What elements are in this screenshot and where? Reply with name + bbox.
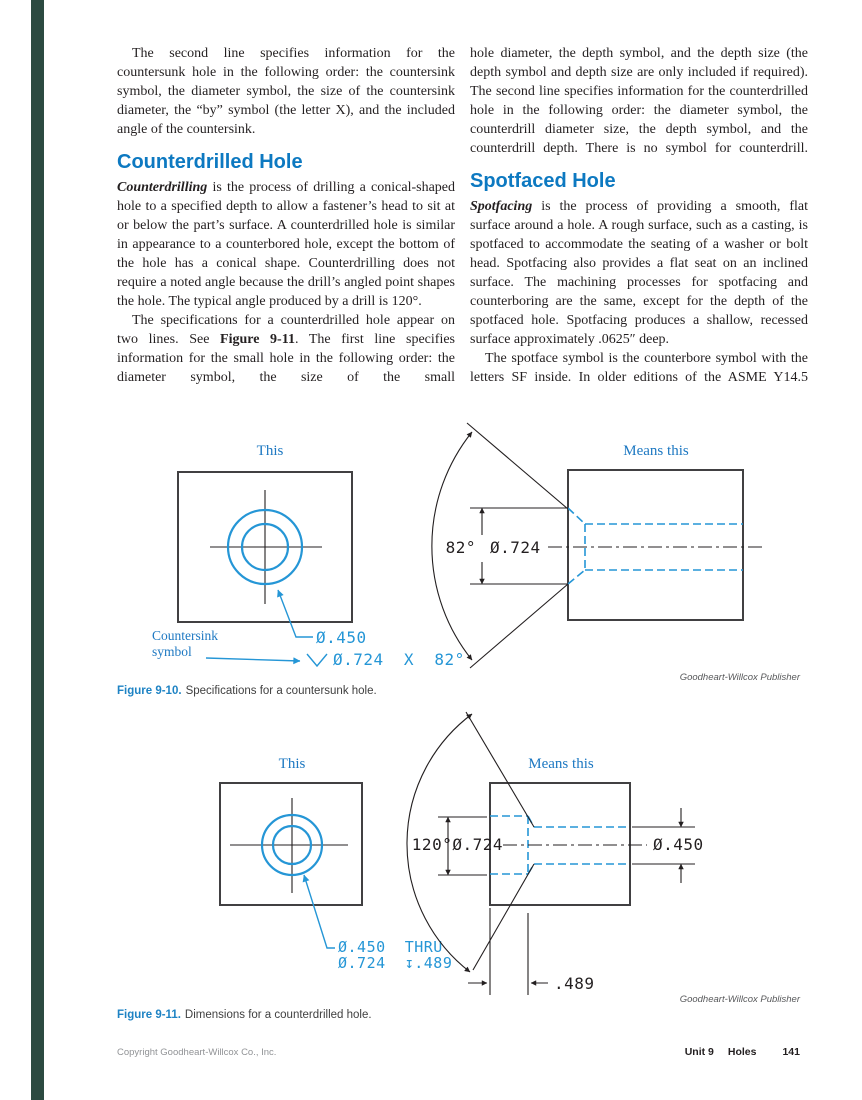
paragraph-text: is the process of providing a smooth, fl…	[470, 199, 808, 347]
angle-line-bottom	[472, 863, 535, 971]
countersink-note-line1: Countersink	[152, 628, 218, 643]
paragraph: Spotfacing is the process of providing a…	[470, 197, 808, 349]
footer-section: Holes	[727, 1046, 757, 1058]
figure-9-10-caption: Figure 9-10.Specifications for a counter…	[117, 684, 757, 698]
note-arrow	[205, 657, 301, 665]
figure-caption-label: Figure 9-10.	[117, 685, 182, 697]
countersink-diameter-circle	[226, 508, 304, 586]
hole-dimension-text: Ø.450	[653, 835, 704, 854]
left-column: The second line specifies information fo…	[117, 44, 455, 387]
hole-callout-line2: Ø.724 X 82°	[333, 650, 465, 669]
keyword-spotfacing: Spotfacing	[470, 199, 533, 214]
depth-dimension-text: .489	[554, 974, 595, 993]
angle-dimension-arc	[431, 431, 473, 661]
publisher-credit: Goodheart-Willcox Publisher	[680, 994, 801, 1005]
figure-9-10-drawing: This Means this Ø.450 Ø.724 X 82° Counte…	[152, 422, 801, 683]
hole-diameter-circle	[271, 824, 313, 866]
figure-caption-text: Specifications for a countersunk hole.	[185, 685, 377, 697]
leader-line	[277, 589, 313, 638]
figure-caption-label: Figure 9-11.	[117, 1009, 181, 1021]
figure-caption-text: Dimensions for a counterdrilled hole.	[184, 1009, 372, 1021]
part-outline-section	[489, 782, 631, 906]
part-outline-section	[567, 469, 744, 621]
keyword-counterdrilling: Counterdrilling	[117, 180, 208, 195]
hole-callout-line1: Ø.450	[316, 628, 367, 647]
angle-dimension-arc	[406, 713, 473, 973]
page-edge-band	[31, 0, 44, 1100]
angle-dimension-text: 82°	[446, 538, 476, 557]
figure-9-11-drawing: This Means this Ø.450 THRU Ø.724 ↧.489 1…	[219, 711, 801, 1005]
countersink-symbol	[306, 653, 328, 668]
this-label: This	[257, 443, 284, 459]
countersink-cone-top	[567, 507, 586, 525]
diameter-dimension-text: Ø.724	[490, 538, 541, 557]
angle-line-top	[466, 422, 569, 510]
paragraph: Counterdrilling is the process of drilli…	[117, 178, 455, 311]
paragraph: The spotface symbol is the counterbore s…	[470, 351, 808, 385]
leader-line	[302, 874, 335, 949]
paragraph: The specifications for a counterdrilled …	[117, 311, 455, 387]
paragraph: The second line specifies information fo…	[117, 46, 455, 137]
paragraph-text: is the process of drilling a conical-sha…	[117, 180, 455, 309]
counterdrill-diameter-circle	[260, 813, 324, 877]
right-column: hole diameter, the depth symbol, and the…	[470, 44, 808, 387]
section-heading-spotfaced-hole: Spotfaced Hole	[470, 170, 616, 192]
hole-diameter-circle	[240, 522, 290, 572]
paragraph-text: The specifications for a counterdrilled …	[117, 313, 455, 347]
copyright-notice: Copyright Goodheart-Willcox Co., Inc.	[117, 1047, 277, 1058]
paragraph: hole diameter, the depth symbol, and the…	[470, 46, 808, 156]
means-this-label: Means this	[623, 443, 689, 459]
this-label: This	[279, 756, 306, 772]
angle-line-top	[465, 711, 535, 828]
footer-unit: Unit 9	[684, 1046, 714, 1058]
angle-line-bottom	[469, 583, 569, 669]
figure-reference: Figure 9-11	[220, 332, 295, 347]
countersink-note-line2: symbol	[152, 644, 192, 659]
part-outline-plan	[219, 782, 363, 906]
figure-9-11-caption: Figure 9-11.Dimensions for a counterdril…	[117, 1008, 757, 1022]
hole-callout-line1: Ø.450 THRU	[338, 938, 443, 956]
footer-page-number: 141	[782, 1046, 800, 1058]
footer-page-info: Unit 9 Holes 141	[685, 1046, 800, 1058]
means-this-label: Means this	[528, 756, 594, 772]
part-outline-plan	[177, 471, 353, 623]
section-heading-counterdrilled-hole: Counterdrilled Hole	[117, 151, 303, 173]
counterdrill-dimension-text: 120°Ø.724	[412, 835, 503, 854]
publisher-credit: Goodheart-Willcox Publisher	[680, 672, 801, 683]
hole-callout-line2: Ø.724 ↧.489	[338, 954, 452, 972]
paragraph-text: . The first line specifies information f…	[117, 332, 455, 385]
countersink-cone-bottom	[567, 569, 586, 585]
